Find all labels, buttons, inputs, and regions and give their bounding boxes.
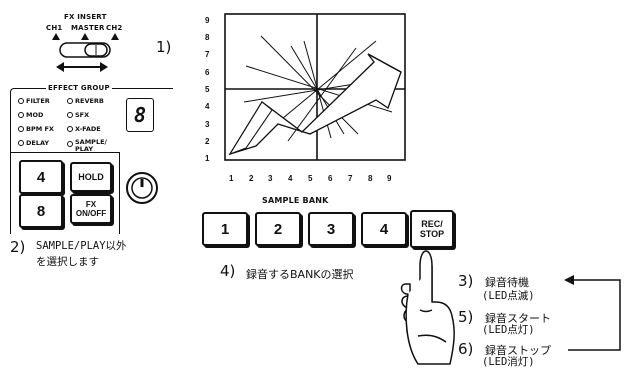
y-axis-label: 4 [205,102,210,111]
step-6-number: 6) [458,340,474,358]
step-6-sub: (LED消灯) [482,356,535,368]
x-axis-label: 6 [328,174,333,183]
step-5-sub: (LED点灯) [482,324,535,336]
fx-reverb-label: REVERB [75,97,104,105]
step-1-label: 1) [156,38,172,56]
step-2-line2: を選択します [36,256,99,268]
led-indicator [67,98,73,104]
effect-display: 8 [126,98,154,132]
step-6-title: 録音ストップ [485,344,551,357]
fx-insert-title: FX INSERT [64,13,107,21]
fx-insert-pos-master: MASTER [71,24,105,32]
fx-xfade[interactable]: X-FADE [67,125,101,133]
step-5-title: 録音スタート [485,312,551,325]
step-4-number: 4) [220,262,236,280]
step-4-text: 録音するBANKの選択 [246,268,354,281]
fx-delay-label: DELAY [26,139,50,147]
sample-bank-key-3[interactable]: 3 [308,212,354,246]
fx-xfade-label: X-FADE [75,125,101,133]
sample-bank-key-4[interactable]: 4 [361,212,407,246]
y-axis-label: 2 [205,137,210,146]
fx-reverb[interactable]: REVERB [67,97,104,105]
x-axis-label: 8 [368,174,373,183]
effect-group-title: EFFECT GROUP [46,84,112,92]
y-axis-label: 7 [205,50,210,59]
led-indicator [67,126,73,132]
fx-knob[interactable] [124,170,160,206]
key-4[interactable]: 4 [19,160,63,194]
y-axis-label: 8 [205,33,210,42]
fx-filter-label: FILTER [26,97,50,105]
fx-mod-label: MOD [26,111,44,119]
panel-divider [119,152,120,234]
rec-stop-button[interactable]: REC/ STOP [410,210,454,248]
step-5-number: 5) [458,308,474,326]
fx-mod[interactable]: MOD [18,111,43,119]
key-8[interactable]: 8 [19,194,63,228]
sample-bank-key-2[interactable]: 2 [255,212,301,246]
led-indicator [18,140,24,146]
fx-insert-switch[interactable] [40,31,140,77]
x-axis-label: 3 [268,174,273,183]
fx-insert-pos-ch1: CH1 [46,24,63,32]
pointing-hand-icon [400,250,455,365]
x-axis-label: 7 [348,174,353,183]
step-3-title: 録音待機 [485,276,529,289]
fx-sfx[interactable]: SFX [67,111,89,119]
panel-divider [10,152,120,153]
fx-delay[interactable]: DELAY [18,139,49,147]
fx-onoff-button[interactable]: FX ON/OFF [70,194,112,224]
x-axis-label: 4 [288,174,293,183]
fx-sample-play[interactable]: SAMPLE/ PLAY [67,139,107,153]
fx-bpm[interactable]: BPM FX [18,125,54,133]
fx-sample-play-label: SAMPLE/ PLAY [75,138,107,153]
xy-pad[interactable] [196,6,426,186]
y-axis-label: 3 [205,120,210,129]
x-axis-label: 1 [229,174,234,183]
fx-insert-pos-ch2: CH2 [106,24,123,32]
led-indicator [18,112,24,118]
led-indicator [18,98,24,104]
y-axis-label: 5 [205,85,210,94]
y-axis-label: 6 [205,68,210,77]
led-indicator [67,141,73,147]
x-axis-label: 9 [387,174,392,183]
x-axis-label: 5 [308,174,313,183]
step-2-number: 2) [10,238,26,256]
hold-button[interactable]: HOLD [70,162,112,192]
step-3-sub: (LED点滅) [482,290,535,302]
display-value: 8 [133,103,147,127]
y-axis-label: 1 [205,154,210,163]
fx-bpm-label: BPM FX [26,125,54,133]
loop-arrow [564,275,621,351]
sample-bank-key-1[interactable]: 1 [202,212,248,246]
led-indicator [67,112,73,118]
fx-sfx-label: SFX [75,111,90,119]
fx-filter[interactable]: FILTER [18,97,50,105]
y-axis-label: 9 [205,16,210,25]
sample-bank-title: SAMPLE BANK [262,196,329,205]
led-indicator [18,126,24,132]
step-3-number: 3) [458,272,474,290]
step-2-line1: SAMPLE/PLAY以外 [36,240,127,252]
x-axis-label: 2 [249,174,254,183]
